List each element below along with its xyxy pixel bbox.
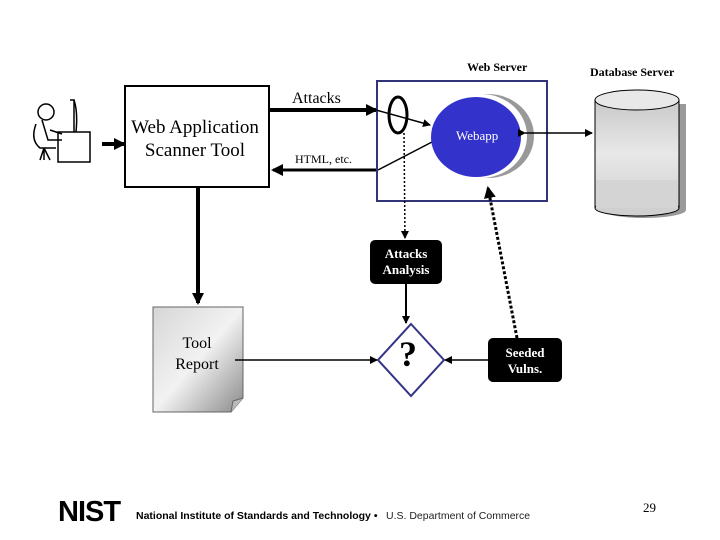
- nist-logo: NIST: [58, 496, 121, 528]
- analysis-label-line2: Analysis: [382, 262, 430, 277]
- nist-org-name: National Institute of Standards and Tech…: [136, 510, 378, 522]
- web-server-label: Web Server: [467, 60, 528, 74]
- webapp-to-seeded-dotted: [484, 186, 525, 349]
- scanner-tool-label: Web Application Scanner Tool: [120, 116, 270, 162]
- org-name-text: National Institute of Standards and Tech…: [136, 510, 371, 522]
- html-edge-label: HTML, etc.: [295, 152, 352, 166]
- seeded-vulns-label: Seeded Vulns.: [488, 345, 562, 377]
- tool-report-label: Tool Report: [154, 333, 240, 375]
- decision-diamond: [376, 322, 446, 398]
- tool-report-document: [152, 306, 244, 413]
- page-number: 29: [643, 500, 656, 515]
- person-at-computer-icon: [33, 99, 91, 163]
- attacks-analysis-label: Attacks Analysis: [370, 246, 442, 278]
- webapp-ellipse: [431, 97, 521, 177]
- decision-label: ?: [399, 334, 417, 374]
- scanner-label-line2: Scanner Tool: [144, 140, 246, 161]
- scanner-label-line1: Web Application: [131, 117, 259, 138]
- analysis-label-line1: Attacks: [384, 246, 428, 261]
- attacks-edge-label: Attacks: [292, 90, 341, 107]
- report-label-line2: Report: [175, 356, 219, 373]
- lens-to-analysis-dotted: [400, 132, 409, 239]
- footer-separator: •: [373, 510, 378, 522]
- webapp-label: Webapp: [456, 128, 499, 143]
- nist-department: U.S. Department of Commerce: [386, 510, 531, 522]
- interceptor-lens-icon: [387, 95, 409, 135]
- seeded-label-line2: Vulns.: [507, 361, 543, 376]
- seeded-vulns-box: [488, 338, 562, 382]
- attacks-analysis-box: [370, 240, 442, 284]
- database-server-label: Database Server: [590, 65, 675, 79]
- seeded-label-line1: Seeded: [505, 345, 545, 360]
- database-cylinder: [594, 89, 686, 218]
- report-label-line1: Tool: [182, 335, 212, 352]
